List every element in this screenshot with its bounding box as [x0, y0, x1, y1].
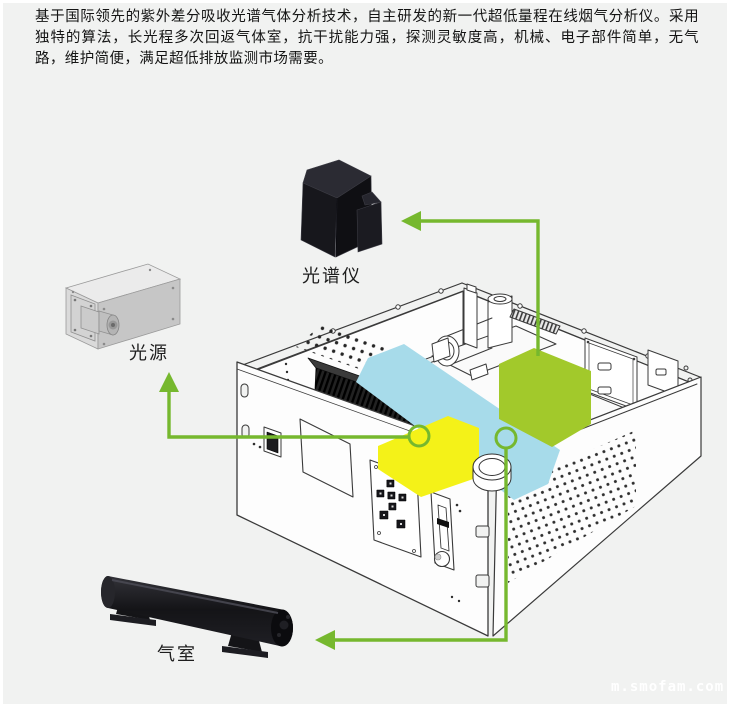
callout-arrow-light-source: [167, 390, 409, 439]
connector-strip: [509, 308, 561, 335]
rack-ear-slot: [240, 383, 249, 398]
label-light-source: 光源: [129, 343, 169, 363]
callout-arrow-gas-cell: [333, 447, 508, 642]
light-source-image: [64, 263, 182, 350]
side-vent-grid: [508, 430, 636, 583]
pump-assembly: [431, 293, 557, 381]
callout-arrow-spectrometer: [419, 219, 540, 356]
highlight-green-spectrometer-area: [499, 348, 591, 447]
arrowhead-light-source: [159, 372, 179, 392]
label-gas-cell: 气室: [157, 644, 197, 664]
slider-panel: [430, 491, 462, 571]
filter-canister: [472, 453, 512, 492]
spectrometer-image: [300, 159, 383, 258]
slider-grip: [437, 518, 449, 528]
label-spectrometer: 光谱仪: [302, 266, 362, 286]
io-cards: [584, 337, 693, 411]
arrowhead-spectrometer: [401, 211, 421, 231]
gas-cell-image: [101, 576, 293, 658]
callouts: [159, 211, 540, 650]
panel-knob: [433, 550, 451, 568]
watermark: m.smofam.com: [611, 679, 725, 695]
arrowhead-gas-cell: [315, 630, 335, 650]
intro-paragraph: 基于国际领先的紫外差分吸收光谱气体分析技术，自主研发的新一代超低量程在线烟气分析…: [35, 9, 699, 67]
back-corner-plate: [463, 283, 478, 349]
